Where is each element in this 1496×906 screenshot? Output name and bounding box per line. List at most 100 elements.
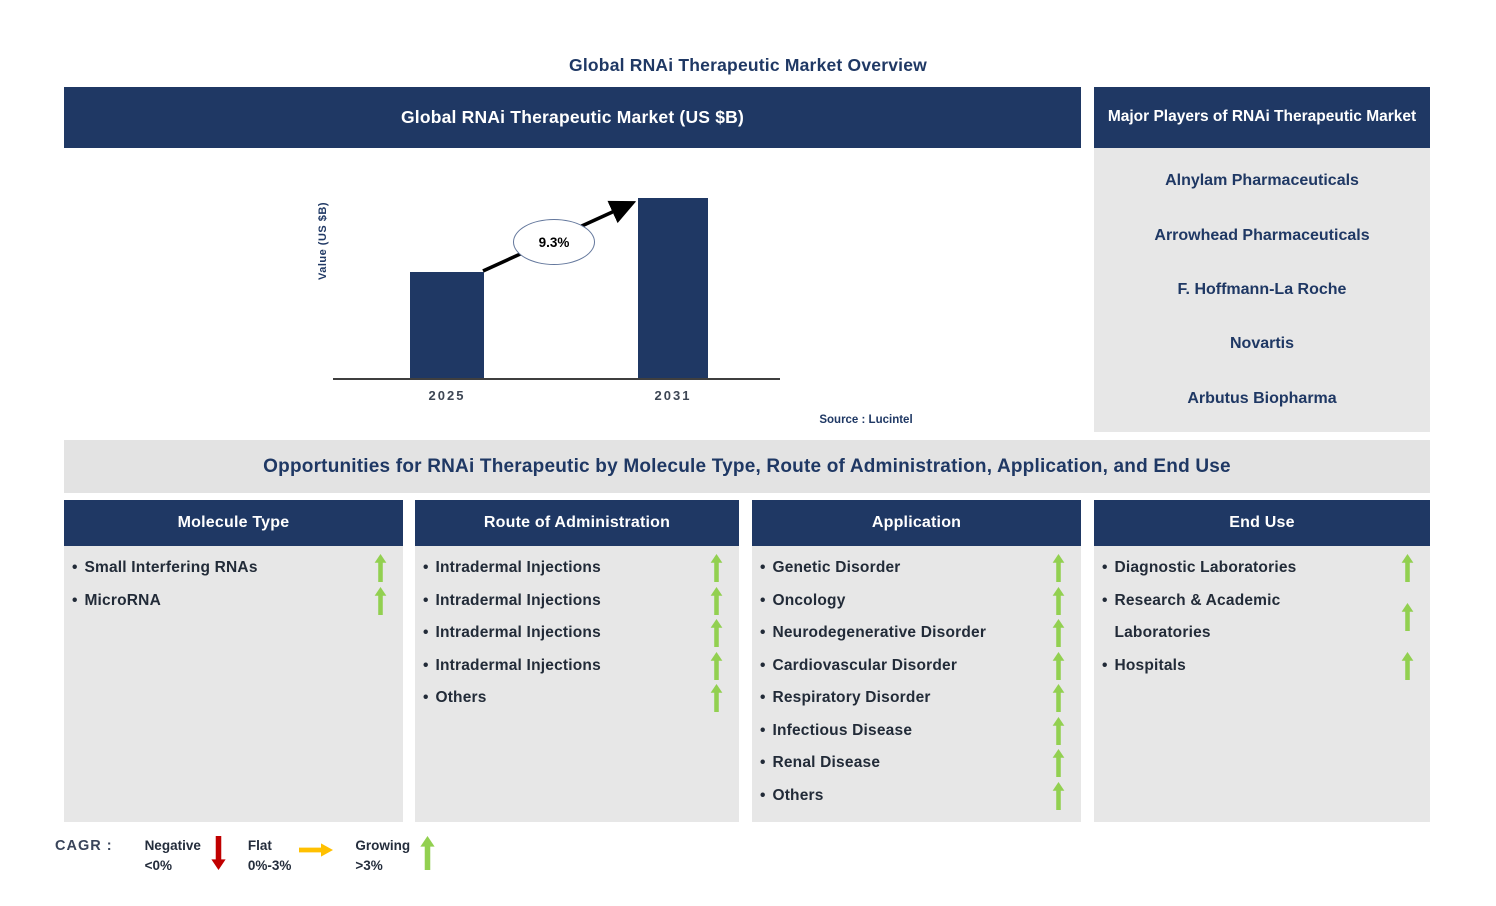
bullet-dot: •	[423, 689, 429, 706]
trend-up-icon	[1052, 619, 1065, 648]
bullet-dot: •	[760, 559, 766, 576]
list-item: • Intradermal Injections	[415, 585, 739, 618]
list-item: • Oncology	[752, 585, 1081, 618]
bullet-dot: •	[72, 559, 78, 576]
player-name: Arbutus Biopharma	[1187, 389, 1337, 407]
list-item: •Cardiovascular Disorder	[752, 650, 1081, 683]
legend-entry-name: Negative	[144, 838, 201, 853]
column-header-label: Molecule Type	[177, 514, 290, 531]
trend-up-icon	[1052, 651, 1065, 680]
bullet-dot: •	[72, 591, 78, 609]
list-item-label: Genetic Disorder	[772, 559, 901, 576]
list-item-label: Research & Academic Laboratories	[1114, 591, 1281, 642]
column-header-end-use: End Use	[1094, 500, 1430, 546]
x-axis-tick-label: 2031	[654, 388, 692, 403]
legend-entry-range: <0%	[144, 857, 172, 873]
cagr-badge: 9.3%	[513, 219, 595, 265]
legend-entry-range: 0%-3%	[247, 857, 292, 873]
list-item: • Others	[415, 682, 739, 715]
trend-up-icon	[710, 619, 723, 648]
list-item-label: Respiratory Disorder	[772, 689, 931, 706]
bullet-dot: •	[1102, 656, 1108, 674]
list-item-content: •Renal Disease	[760, 747, 1046, 780]
legend-entry-name: Growing	[355, 838, 411, 853]
bullet-dot: •	[423, 591, 429, 609]
cagr-growth-arrow	[482, 200, 637, 273]
list-item: • Others	[752, 780, 1081, 813]
column-header-molecule-type: Molecule Type	[64, 500, 403, 546]
source-note: Source : Lucintel	[819, 414, 913, 426]
list-item-content: • Research & Academic Laboratories	[1102, 585, 1395, 650]
legend-entry-text: Growing>3%	[355, 836, 410, 875]
trend-down-icon	[211, 836, 226, 875]
list-item-content: •Intradermal Injections	[423, 650, 704, 683]
list-item: •Infectious Disease	[752, 715, 1081, 748]
list-item-label: Hospitals	[1114, 656, 1187, 674]
trend-up-icon	[1052, 749, 1065, 778]
trend-up-icon	[1052, 781, 1065, 810]
column-header-route: Route of Administration	[415, 500, 739, 546]
bullet-dot: •	[1102, 559, 1108, 576]
list-item-label: Others	[772, 786, 824, 804]
list-item-content: •Respiratory Disorder	[760, 682, 1046, 715]
chart-panel-header: Global RNAi Therapeutic Market (US $B)	[64, 87, 1081, 148]
player-name: Alnylam Pharmaceuticals	[1165, 172, 1359, 190]
list-item: • Hospitals	[1094, 650, 1430, 683]
trend-up-icon	[1052, 716, 1065, 745]
cagr-value: 9.3%	[538, 234, 570, 250]
bullet-dot: •	[760, 591, 766, 609]
trend-up-icon	[710, 586, 723, 615]
column-header-label: Application	[871, 514, 962, 531]
list-item-label: Intradermal Injections	[435, 591, 601, 609]
trend-up-icon	[710, 554, 723, 583]
list-item-label: Intradermal Injections	[435, 624, 601, 641]
list-item-label: Others	[435, 689, 487, 706]
list-item-content: • Neurodegenerative Disorder	[760, 617, 1046, 650]
trend-up-icon	[374, 586, 387, 615]
bullet-dot: •	[1102, 591, 1108, 609]
list-item: •Diagnostic Laboratories	[1094, 552, 1430, 585]
list-item: •MicroRNA	[64, 585, 403, 618]
list-item: • Neurodegenerative Disorder	[752, 617, 1081, 650]
column-header-application: Application	[752, 500, 1081, 546]
bullet-dot: •	[423, 624, 429, 641]
bullet-dot: •	[760, 786, 766, 804]
list-item-content: • Genetic Disorder	[760, 552, 1046, 585]
list-item: •Intradermal Injections	[415, 552, 739, 585]
list-item: • Genetic Disorder	[752, 552, 1081, 585]
trend-up-icon	[1401, 554, 1414, 583]
column-body-molecule-type: •Small Interfering RNAs•MicroRNA	[64, 546, 403, 822]
cagr-legend-label: CAGR :	[55, 838, 113, 854]
trend-up-icon	[710, 651, 723, 680]
list-item-content: • Intradermal Injections	[423, 617, 704, 650]
column-header-label: Route of Administration	[483, 514, 671, 531]
list-item-content: •MicroRNA	[72, 585, 368, 618]
list-item-content: • Others	[760, 780, 1046, 813]
opportunities-banner: Opportunities for RNAi Therapeutic by Mo…	[64, 440, 1430, 493]
column-body-end-use: •Diagnostic Laboratories•Research & Acad…	[1094, 546, 1430, 822]
list-item-label: Oncology	[772, 591, 846, 609]
column-header-label: End Use	[1229, 514, 1295, 531]
x-axis-line	[333, 378, 780, 380]
x-axis-tick-label: 2025	[428, 388, 466, 403]
player-name: F. Hoffmann-La Roche	[1177, 280, 1347, 298]
list-item-label: Neurodegenerative Disorder	[772, 624, 987, 641]
list-item-content: • Oncology	[760, 585, 1046, 618]
list-item: •Intradermal Injections	[415, 650, 739, 683]
list-item: •Renal Disease	[752, 747, 1081, 780]
page-title: Global RNAi Therapeutic Market Overview	[569, 55, 927, 75]
chart-panel-title: Global RNAi Therapeutic Market (US $B)	[400, 107, 745, 127]
bullet-dot: •	[760, 624, 766, 641]
list-item-label: Intradermal Injections	[435, 656, 601, 674]
legend-entry-growing: Growing>3%	[355, 836, 435, 875]
list-item: •Respiratory Disorder	[752, 682, 1081, 715]
chart-bar-2031	[638, 198, 708, 378]
players-panel-header: Major Players of RNAi Therapeutic Market	[1094, 87, 1430, 148]
